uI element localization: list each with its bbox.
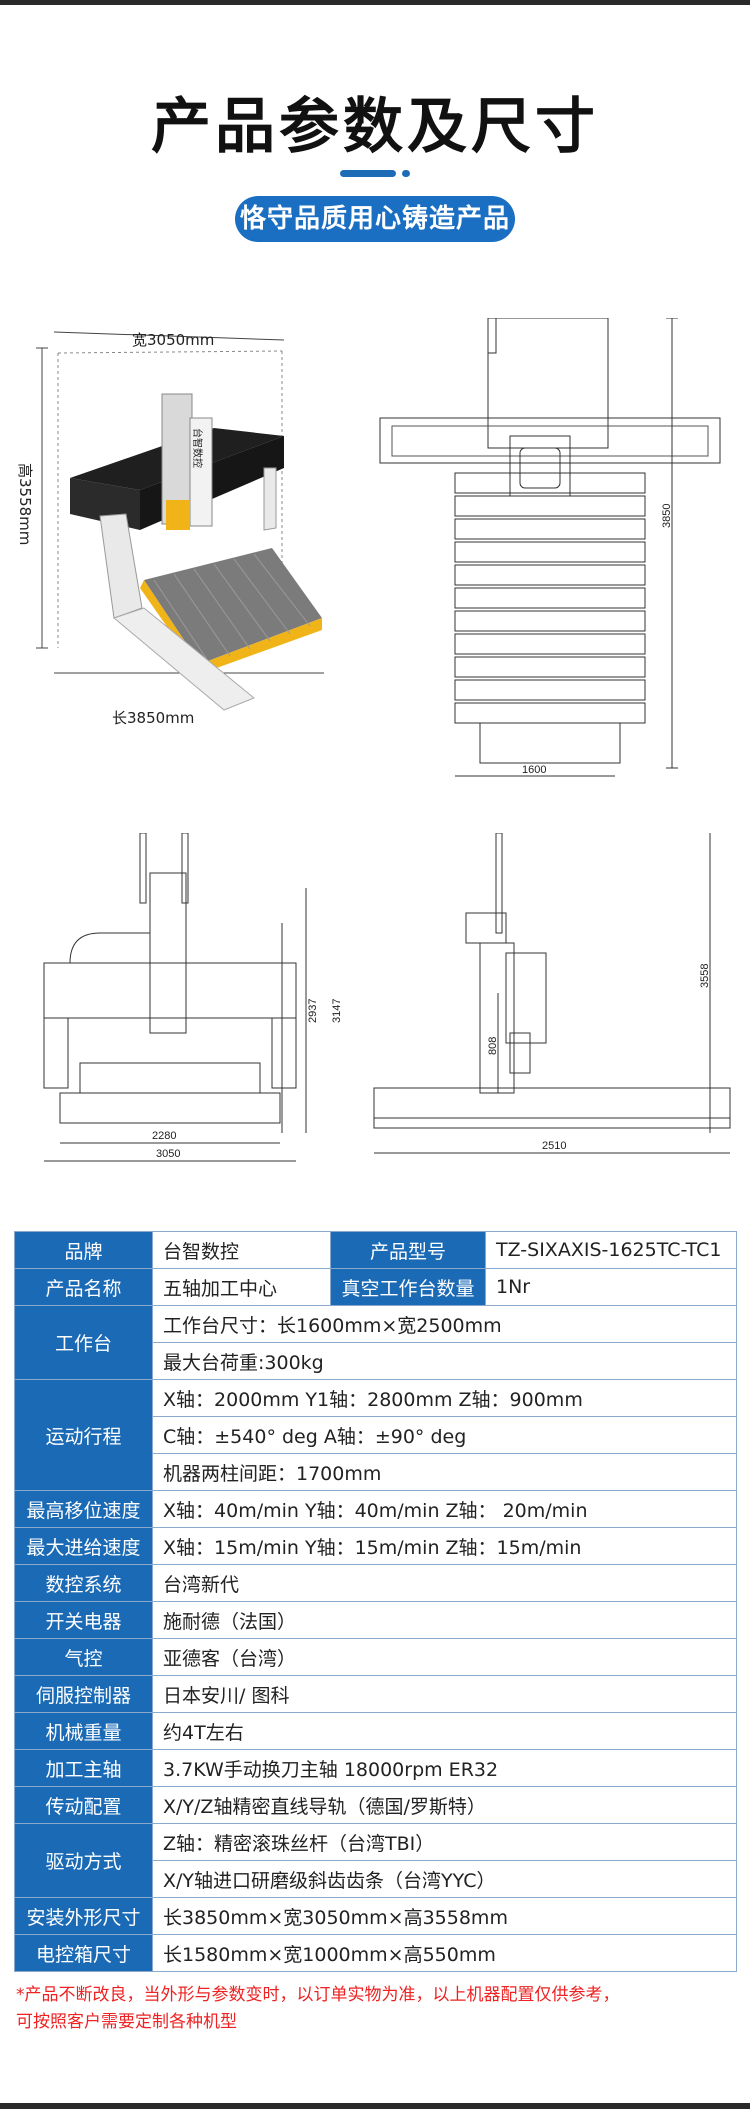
spec-value: 台湾新代: [152, 1564, 737, 1602]
spec-label: 机械重量: [14, 1712, 153, 1750]
spec-label: 工作台: [14, 1305, 153, 1380]
disclaimer-line-1: *产品不断改良，当外形与参数变时，以订单实物为准，以上机器配置仅供参考，: [16, 1985, 620, 2005]
table-row: 加工主轴 3.7KW手动换刀主轴 18000rpm ER32: [14, 1749, 737, 1787]
table-row: 运动行程 X轴：2000mm Y1轴：2800mm Z轴：900mm: [14, 1379, 737, 1491]
title-decoration: [340, 170, 410, 177]
table-row: 工作台 工作台尺寸：长1600mm×宽2500mm: [14, 1305, 737, 1380]
spec-value: 日本安川/ 图科: [152, 1675, 737, 1713]
spec-table: 品牌 台智数控 产品型号 TZ-SIXAXIS-1625TC-TC1 产品名称 …: [14, 1231, 737, 1972]
top-view-dim-3850: 3850: [661, 504, 673, 528]
table-row: 机械重量 约4T左右: [14, 1712, 737, 1750]
table-row: 伺服控制器 日本安川/ 图科: [14, 1675, 737, 1713]
machine-front-view-drawing: 2937 3147 2280 3050: [43, 833, 343, 1162]
table-row: 最大台荷重:300kg: [15, 1342, 737, 1380]
top-view-dim-1600: 1600: [522, 764, 546, 776]
table-row: 电控箱尺寸 长1580mm×宽1000mm×高550mm: [14, 1934, 737, 1972]
spec-label: 电控箱尺寸: [14, 1934, 153, 1972]
spec-value: 长3850mm×宽3050mm×高3558mm: [152, 1897, 737, 1935]
width-dim-label: 宽3050mm: [132, 331, 214, 349]
table-row: 数控系统 台湾新代: [14, 1564, 737, 1602]
spec-value: 机器两柱间距：1700mm: [152, 1453, 737, 1491]
table-row: 产品名称 五轴加工中心 真空工作台数量 1Nr: [14, 1268, 737, 1306]
page-title: 产品参数及尺寸: [151, 92, 599, 162]
table-row: 传动配置 X/Y/Z轴精密直线导轨（德国/罗斯特）: [14, 1786, 737, 1824]
brand-mark: 台智数控: [191, 428, 204, 468]
table-row: 安装外形尺寸 长3850mm×宽3050mm×高3558mm: [14, 1897, 737, 1935]
side-view-dim-3558: 3558: [699, 964, 711, 988]
spec-label: 伺服控制器: [14, 1675, 153, 1713]
table-row: 最大进给速度 X轴：15m/min Y轴：15m/min Z轴：15m/min: [14, 1527, 737, 1565]
table-row: 最高移位速度 X轴：40m/min Y轴：40m/min Z轴： 20m/min: [14, 1490, 737, 1528]
table-row: 气控 亚德客（台湾）: [14, 1638, 737, 1676]
spec-label: 传动配置: [14, 1786, 153, 1824]
spec-value: TZ-SIXAXIS-1625TC-TC1: [485, 1231, 737, 1269]
front-view-dim-3147: 3147: [331, 999, 343, 1023]
spec-value: 约4T左右: [152, 1712, 737, 1750]
spec-label: 品牌: [14, 1231, 153, 1269]
spec-value: 亚德客（台湾）: [152, 1638, 737, 1676]
spec-label: 安装外形尺寸: [14, 1897, 153, 1935]
disclaimer-note: *产品不断改良，当外形与参数变时，以订单实物为准，以上机器配置仅供参考， 可按照…: [16, 1982, 736, 2036]
spec-label: 运动行程: [14, 1379, 153, 1491]
height-dim-label: 高3558mm: [16, 463, 34, 545]
spec-label: 产品名称: [14, 1268, 153, 1306]
spec-value: X/Y轴进口研磨级斜齿齿条（台湾YYC）: [152, 1860, 737, 1898]
spec-label: 气控: [14, 1638, 153, 1676]
spec-value: 3.7KW手动换刀主轴 18000rpm ER32: [152, 1749, 737, 1787]
spec-label: 数控系统: [14, 1564, 153, 1602]
spec-label: 开关电器: [14, 1601, 153, 1639]
side-view-dim-808: 808: [487, 1037, 499, 1055]
spec-label: 最大进给速度: [14, 1527, 153, 1565]
spec-value: X/Y/Z轴精密直线导轨（德国/罗斯特）: [152, 1786, 737, 1824]
table-row: 品牌 台智数控 产品型号 TZ-SIXAXIS-1625TC-TC1: [14, 1231, 737, 1269]
front-view-dim-2937: 2937: [307, 999, 319, 1023]
spec-value: Z轴：精密滚珠丝杆（台湾TBI）: [152, 1823, 737, 1861]
spec-value: 台智数控: [152, 1231, 331, 1269]
spec-label: 加工主轴: [14, 1749, 153, 1787]
length-dim-label: 长3850mm: [112, 709, 194, 727]
spec-value: 1Nr: [485, 1268, 737, 1306]
table-row: 开关电器 施耐德（法国）: [14, 1601, 737, 1639]
spec-label: 产品型号: [330, 1231, 486, 1269]
spec-value: X轴：15m/min Y轴：15m/min Z轴：15m/min: [152, 1527, 737, 1565]
spec-value: X轴：2000mm Y1轴：2800mm Z轴：900mm: [152, 1379, 737, 1417]
front-view-dim-2280: 2280: [152, 1130, 176, 1142]
spec-value: 工作台尺寸：长1600mm×宽2500mm: [152, 1305, 737, 1343]
machine-top-view-drawing: 3850 1600: [379, 318, 721, 777]
spec-label: 最高移位速度: [14, 1490, 153, 1528]
machine-side-view-drawing: 3558 808 2510: [373, 833, 731, 1154]
front-view-dim-3050: 3050: [156, 1148, 180, 1160]
table-row: C轴：±540° deg A轴：±90° deg: [15, 1416, 737, 1454]
bottom-border: [0, 2103, 750, 2109]
spec-value: 最大台荷重:300kg: [152, 1342, 737, 1380]
machine-perspective-image: 宽3050mm 高3558mm 长3850mm 台智数控: [16, 331, 324, 727]
disclaimer-line-2: 可按照客户需要定制各种机型: [16, 2012, 237, 2032]
spec-value: C轴：±540° deg A轴：±90° deg: [152, 1416, 737, 1454]
table-row: 机器两柱间距：1700mm: [15, 1453, 737, 1491]
table-row: 驱动方式 Z轴：精密滚珠丝杆（台湾TBI）: [14, 1823, 737, 1898]
spec-value: 长1580mm×宽1000mm×高550mm: [152, 1934, 737, 1972]
side-view-dim-2510: 2510: [542, 1140, 566, 1152]
spec-value: 五轴加工中心: [152, 1268, 331, 1306]
top-border: [0, 0, 750, 5]
spec-label: 真空工作台数量: [330, 1268, 486, 1306]
subtitle-badge: 恪守品质用心铸造产品: [235, 196, 515, 242]
spec-label: 驱动方式: [14, 1823, 153, 1898]
spec-value: X轴：40m/min Y轴：40m/min Z轴： 20m/min: [152, 1490, 737, 1528]
spec-value: 施耐德（法国）: [152, 1601, 737, 1639]
